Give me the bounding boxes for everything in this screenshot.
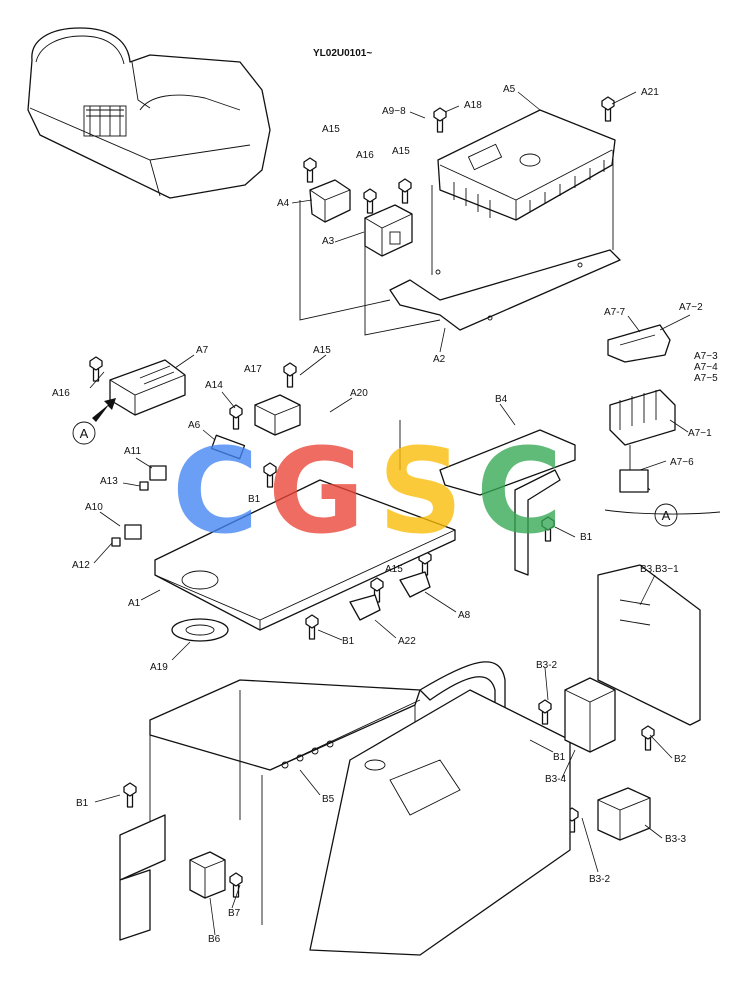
machine-overview [27,27,271,199]
label-a7: A7 [196,345,209,356]
controller-assembly [299,109,621,336]
label-a22: A22 [398,636,416,647]
label-a2: A2 [433,354,446,365]
label-b6: B6 [208,934,221,945]
label-a7-4: A7−4 [694,362,718,373]
label-a8: A8 [458,610,471,621]
label-a12: A12 [72,560,90,571]
label-a5: A5 [503,84,516,95]
label-b3-4: B3-4 [545,774,567,785]
label-a3: A3 [322,236,335,247]
bolt [303,157,317,183]
frame-b5 [119,661,571,956]
label-a7-7: A7-7 [604,307,626,318]
bolt [398,178,412,204]
label-a15-a: A15 [322,124,340,135]
harness-connector-a7 [109,324,721,515]
relays-a3-a4 [309,179,413,257]
label-b4: B4 [495,394,508,405]
bolt [363,188,377,214]
bolt [541,516,555,542]
svg-text:A: A [80,426,89,441]
label-b7: B7 [228,908,241,919]
label-a1: A1 [128,598,141,609]
leader-lines [89,91,691,936]
label-a17: A17 [244,364,262,375]
label-a9-8: A9−8 [382,106,406,117]
label-b2: B2 [674,754,687,765]
bolt [283,362,297,388]
bolt [89,356,103,382]
label-a18: A18 [464,100,482,111]
label-b3-b3-1: B3.B3−1 [640,564,679,575]
serial-code: YL02U0101~ [313,48,372,59]
label-b3-2-b: B3-2 [589,874,611,885]
bolt [229,404,243,430]
label-b1-e: B1 [76,798,89,809]
svg-text:A: A [662,508,671,523]
label-a7-2: A7−2 [679,302,703,313]
label-a15-d: A15 [385,564,403,575]
label-a7-3: A7−3 [694,351,718,362]
label-a14: A14 [205,380,223,391]
bolt [123,782,137,808]
bolt [538,699,552,725]
part-labels: A5 A21 A9−8 A18 A15 A16 A15 A4 A3 A2 A7-… [52,84,718,945]
label-a19: A19 [150,662,168,673]
label-a7-6: A7−6 [670,457,694,468]
base-plate-a1 [154,420,576,642]
bolt [305,614,319,640]
label-a10: A10 [85,502,103,513]
bolt [229,872,243,898]
label-b1-b: B1 [580,532,593,543]
bolt [433,107,447,133]
label-a20: A20 [350,388,368,399]
label-a16-b: A16 [52,388,70,399]
label-a15-b: A15 [392,146,410,157]
label-b3-3: B3-3 [665,834,687,845]
bolt [601,96,615,122]
label-b3-2-a: B3-2 [536,660,558,671]
label-a21: A21 [641,87,659,98]
watermark-letter: C [172,422,259,560]
detail-marker-right: A [654,503,678,527]
watermark-letter: G [268,422,365,560]
label-a13: A13 [100,476,118,487]
label-b1-c: B1 [342,636,355,647]
label-a16-a: A16 [356,150,374,161]
label-b5: B5 [322,794,335,805]
detail-marker-left: A [72,398,116,445]
small-components [111,394,431,621]
label-a6: A6 [188,420,201,431]
label-a15-c: A15 [313,345,331,356]
bracket-b3 [189,564,701,899]
label-a11: A11 [124,446,141,457]
label-b1-a: B1 [248,494,261,505]
watermark-letter: S [378,422,463,560]
label-b1-d: B1 [553,752,566,763]
bolts [89,96,655,898]
label-a4: A4 [277,198,290,209]
label-a7-1: A7−1 [688,428,712,439]
bolt [641,725,655,751]
bolt [263,462,277,488]
watermark-letter: C [476,422,563,560]
label-a7-5: A7−5 [694,373,718,384]
